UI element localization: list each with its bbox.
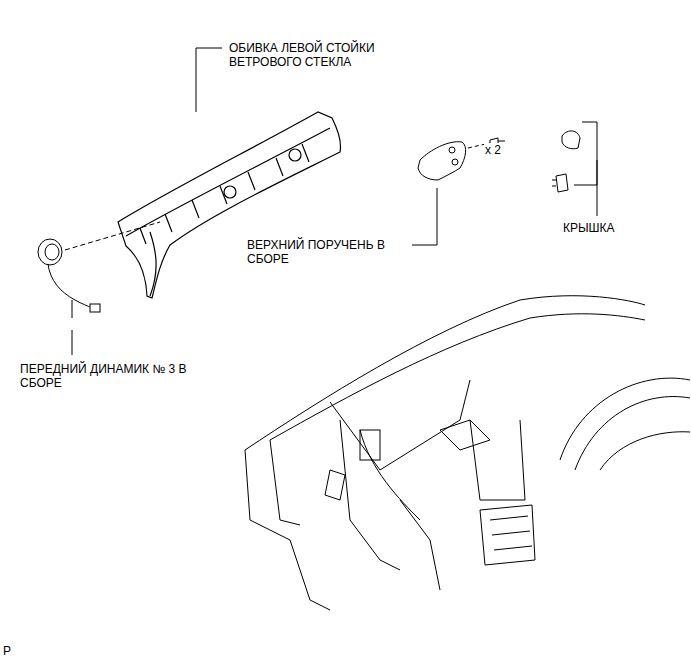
leader-line [574,122,597,185]
leader-line [412,188,437,245]
assist-grip [418,138,505,180]
speaker [38,239,100,312]
part-label: x 2 [484,143,502,157]
part-label: ОБИВКА ЛЕВОЙ СТОЙКИ ВЕТРОВОГО СТЕКЛА [228,41,400,69]
assembly-line [65,222,160,250]
leader-line [196,48,222,112]
part-label: КРЫШКА [562,221,616,235]
leader-line [597,160,598,216]
dashboard [245,296,690,610]
part-label: ПЕРЕДНИЙ ДИНАМИК № 3 В СБОРЕ [19,362,216,390]
cover [552,131,580,192]
part-label: P [2,644,12,658]
part-label: ВЕРХНИЙ ПОРУЧЕНЬ В СБОРЕ [246,238,408,266]
leader-line [72,300,73,355]
pillar-trim [118,112,341,298]
